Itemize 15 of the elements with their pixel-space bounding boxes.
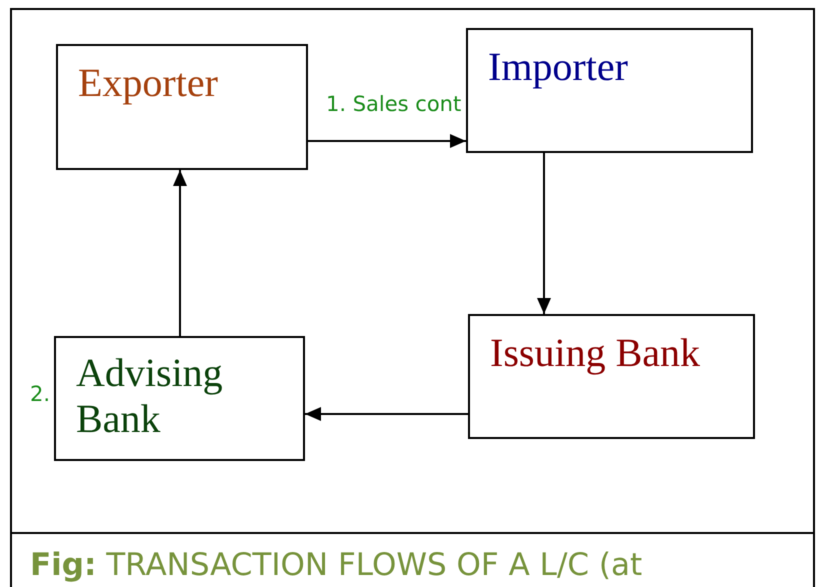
node-label: Advising Bank bbox=[76, 350, 224, 442]
edge-label: 1. Sales cont bbox=[326, 92, 462, 116]
process-box bbox=[466, 28, 753, 153]
node-label: Importer bbox=[488, 44, 629, 90]
process-box bbox=[54, 336, 305, 461]
arrow bbox=[305, 407, 468, 421]
step-number: 2. bbox=[30, 382, 50, 406]
process-box bbox=[56, 44, 308, 170]
arrow bbox=[537, 153, 551, 314]
process-box bbox=[468, 314, 755, 439]
arrow bbox=[308, 134, 466, 148]
node-label: Exporter bbox=[78, 60, 219, 106]
figure-caption: Fig: TRANSACTION FLOWS OF A L/C (at bbox=[30, 546, 642, 584]
arrow bbox=[173, 170, 187, 336]
node-label: Issuing Bank bbox=[490, 330, 701, 376]
